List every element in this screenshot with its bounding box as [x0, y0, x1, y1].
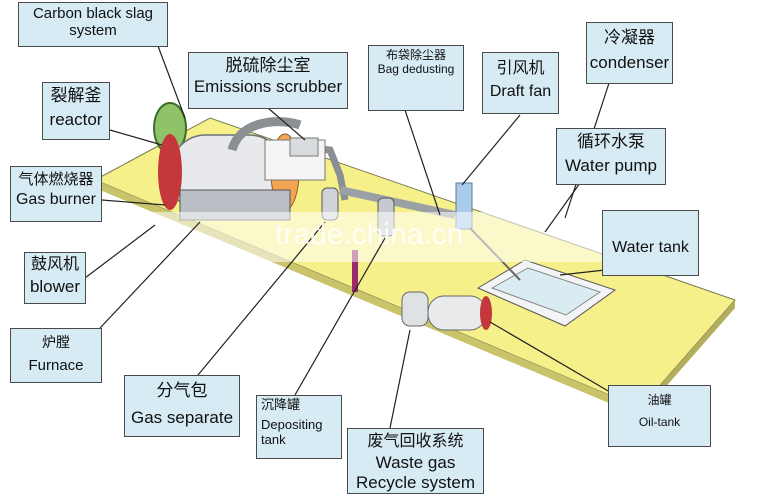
- label-water-pump: 循环水泵 Water pump: [556, 128, 666, 185]
- leader-lines: [84, 45, 611, 429]
- label-pump-cn: 循环水泵: [577, 132, 645, 152]
- label-burner-cn: 气体燃烧器: [18, 170, 94, 188]
- label-waste-gas: 废气回收系统 Waste gas Recycle system: [347, 428, 484, 494]
- label-waste-gas-en: Waste gas Recycle system: [355, 453, 476, 492]
- label-reactor: 裂解釜 reactor: [42, 82, 110, 140]
- watermark-text: trade.china.cn: [275, 218, 464, 251]
- label-draft-en: Draft fan: [489, 83, 552, 101]
- scrubber-top: [289, 137, 319, 157]
- label-furnace-en: Furnace: [28, 357, 84, 375]
- label-draft-fan: 引风机 Draft fan: [482, 52, 559, 114]
- label-depositing-en: Depositing tank: [261, 416, 323, 447]
- label-emissions-cn: 脱硫除尘室: [225, 56, 311, 76]
- waste-gas-tank: [401, 291, 429, 327]
- label-draft-cn: 引风机: [496, 58, 545, 77]
- label-water-tank: Water tank: [602, 210, 699, 276]
- label-blower-cn: 鼓风机: [30, 254, 79, 273]
- reactor-end-red: [158, 134, 182, 210]
- label-emissions-en: Emissions scrubber: [193, 76, 343, 96]
- label-gas-sep-en: Gas separate: [130, 407, 234, 427]
- top-pipe: [227, 117, 302, 152]
- label-reactor-cn: 裂解釜: [50, 86, 102, 106]
- riser-pipe: [352, 250, 358, 292]
- oil-tank-body: [427, 295, 487, 331]
- label-gas-separate: 分气包 Gas separate: [124, 375, 240, 437]
- label-bag-en: Bag dedusting: [377, 61, 455, 76]
- label-blower-en: blower: [29, 277, 81, 297]
- label-furnace: 炉膛 Furnace: [10, 328, 102, 383]
- label-gas-burner: 气体燃烧器 Gas burner: [10, 166, 102, 222]
- label-pump-en: Water pump: [565, 155, 657, 175]
- label-oil-tank-en: Oil-tank: [638, 414, 681, 429]
- label-depositing-tank: 沉降罐 Depositing tank: [256, 395, 342, 459]
- label-condenser: 冷凝器 condenser: [586, 22, 673, 84]
- label-bag-dedusting: 布袋除尘器 Bag dedusting: [368, 45, 464, 111]
- label-oil-tank-cn: 油罐: [647, 393, 672, 407]
- label-emissions-scrubber: 脱硫除尘室 Emissions scrubber: [188, 52, 348, 109]
- label-condenser-cn: 冷凝器: [604, 28, 655, 48]
- label-reactor-en: reactor: [49, 109, 103, 129]
- label-gas-sep-cn: 分气包: [156, 381, 208, 401]
- oil-tank-end: [480, 296, 492, 330]
- label-oil-tank: 油罐 Oil-tank: [608, 385, 711, 447]
- label-carbon-black: Carbon black slag system: [18, 2, 168, 47]
- label-waste-gas-cn: 废气回收系统: [367, 431, 464, 450]
- label-depositing-cn: 沉降罐: [261, 398, 301, 413]
- label-condenser-en: condenser: [589, 52, 670, 72]
- label-furnace-cn: 炉膛: [42, 335, 70, 351]
- label-water-tank-en: Water tank: [612, 239, 689, 256]
- label-carbon-black-en: Carbon black slag system: [32, 5, 154, 40]
- label-blower: 鼓风机 blower: [24, 252, 86, 304]
- long-pipe: [339, 186, 456, 219]
- label-burner-en: Gas burner: [15, 191, 97, 209]
- label-bag-cn: 布袋除尘器: [385, 48, 446, 62]
